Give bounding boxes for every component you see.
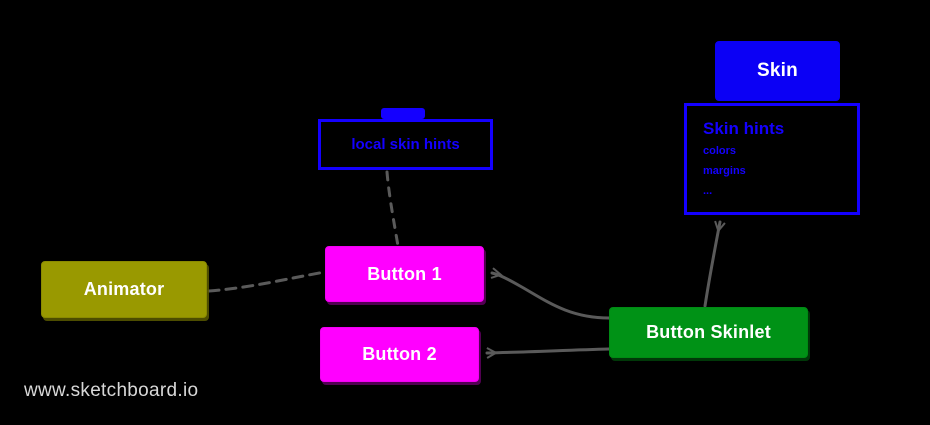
node-button-2[interactable]: Button 2 [320,327,479,382]
skin-hints-item-colors: colors [703,144,737,157]
skin-hints-item-ellipsis: ... [703,185,713,198]
node-button-skinlet[interactable]: Button Skinlet [609,307,808,358]
watermark: www.sketchboard.io [24,380,199,401]
skin-hints-title: Skin hints [703,119,785,138]
node-button-skinlet-label: Button Skinlet [646,322,771,342]
edge-button-skinlet-to-skin-hints [703,220,720,308]
edge-button-skinlet-to-button2 [485,349,611,353]
node-button-1[interactable]: Button 1 [325,246,484,302]
edge-button-skinlet-to-button1 [490,273,611,320]
local-skin-hints-label: local skin hints [351,136,460,153]
node-local-skin-hints[interactable]: local skin hints [318,119,493,170]
node-animator-label: Animator [83,279,165,299]
edge-animator-to-button1 [207,270,327,293]
skin-hints-item-margins: margins [703,164,746,177]
node-skin[interactable]: Skin [715,41,840,101]
node-skin-label: Skin [757,60,798,81]
node-button-1-label: Button 1 [367,263,442,284]
node-skin-hints[interactable]: Skin hints colors margins ... [684,103,860,215]
node-button-2-label: Button 2 [362,344,437,364]
note-tab-icon [381,108,425,119]
node-animator[interactable]: Animator [41,261,207,318]
edge-local-skin-hints-to-button1 [385,170,400,248]
